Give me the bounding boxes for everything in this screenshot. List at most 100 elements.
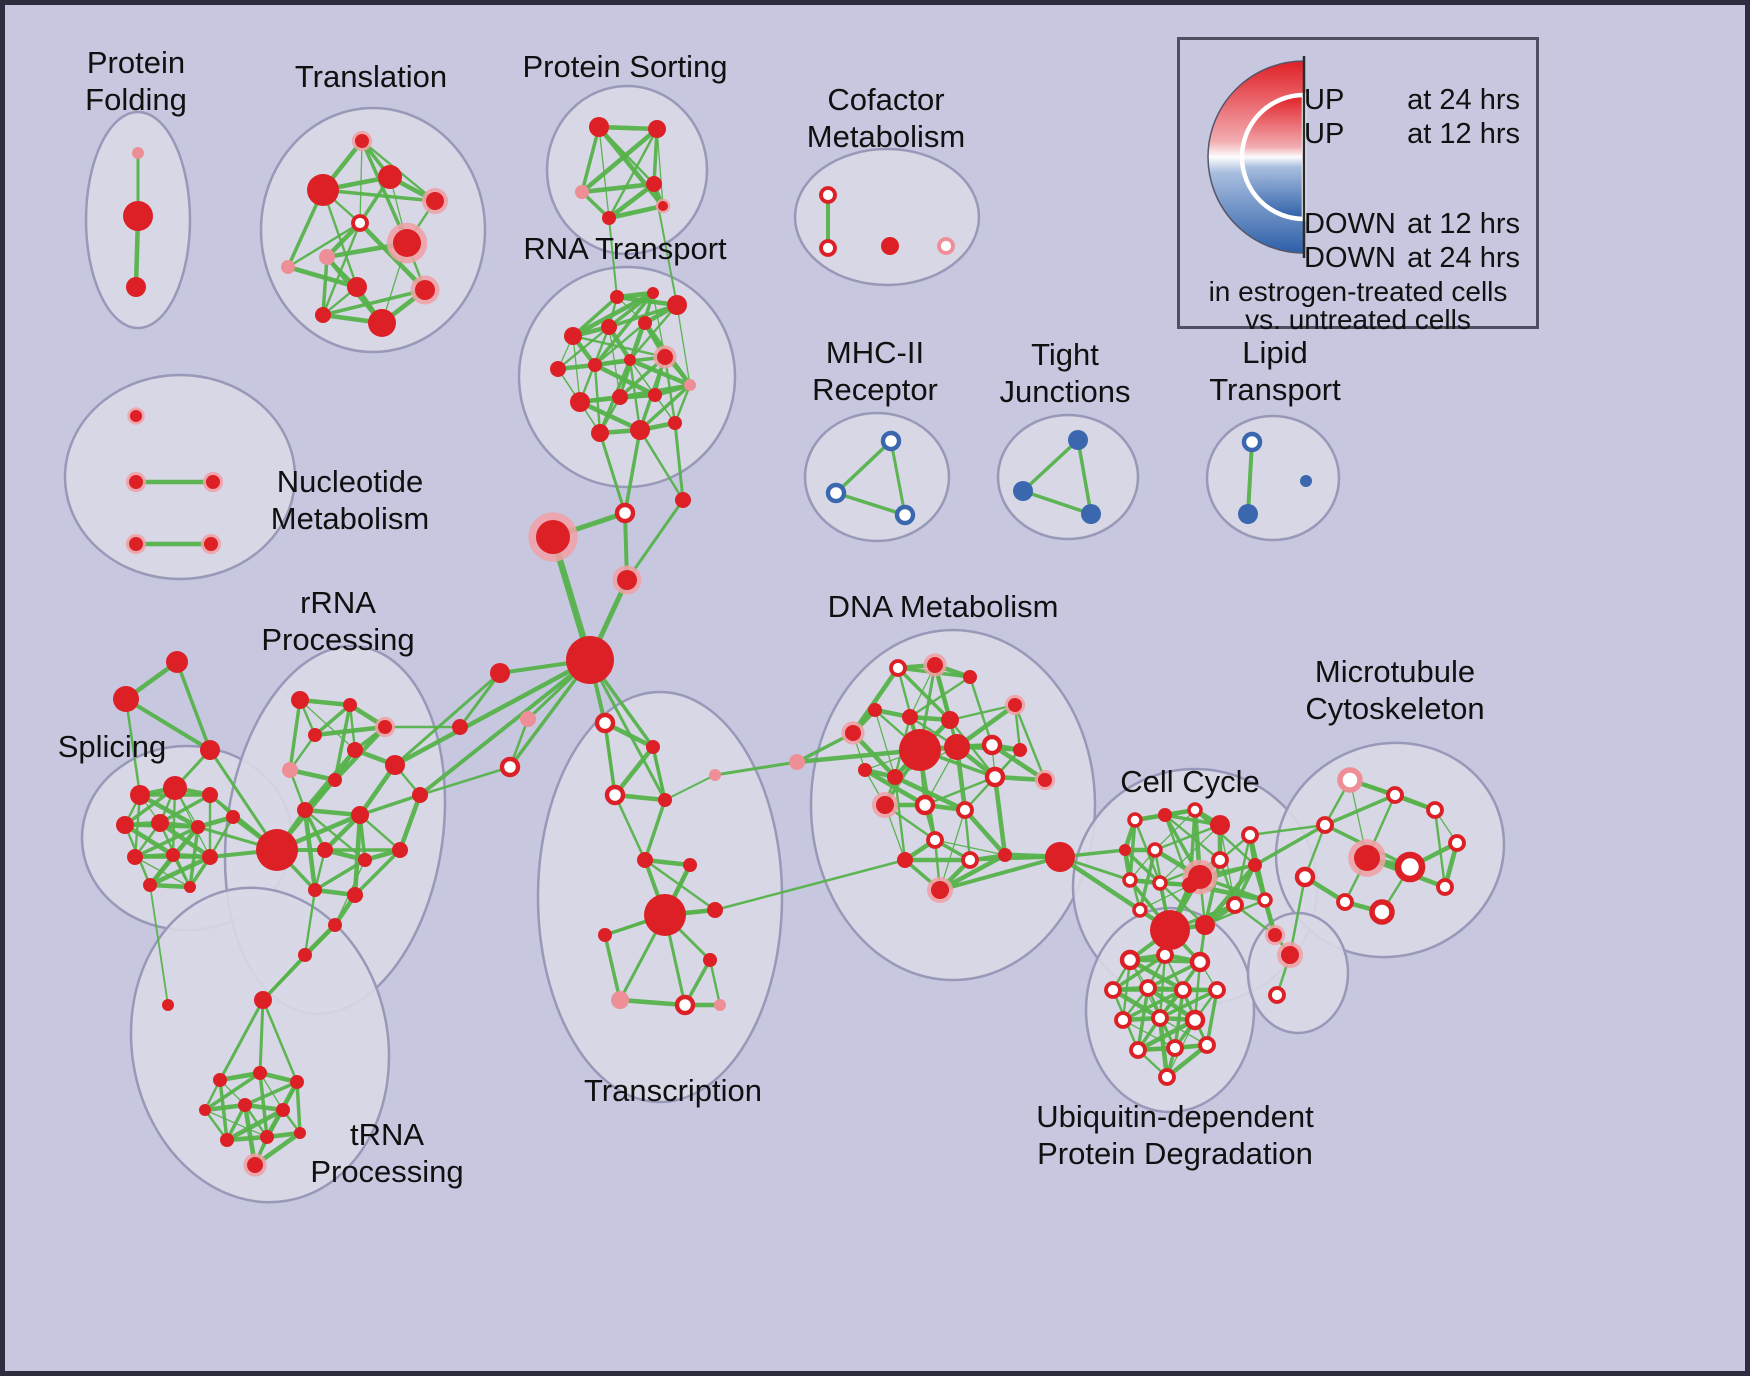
network-edge — [968, 855, 1062, 862]
network-node-r — [899, 729, 941, 771]
network-node-rh — [415, 280, 435, 300]
network-node-p — [709, 769, 721, 781]
network-edge — [651, 745, 667, 802]
network-edge — [137, 792, 201, 830]
network-node-rw — [604, 784, 626, 806]
network-node-rh — [845, 725, 861, 741]
network-node-bw — [894, 504, 916, 526]
cluster-ellipse-ps — [545, 84, 709, 256]
network-edge — [1111, 953, 1167, 992]
network-node-p — [575, 185, 589, 199]
network-edge — [1158, 988, 1219, 1020]
network-node-rw — [1189, 951, 1211, 973]
network-node-b — [1013, 481, 1033, 501]
network-node-r — [113, 686, 139, 712]
network-node-rw — [1211, 851, 1229, 869]
network-edge — [893, 775, 907, 862]
network-node-r — [126, 277, 146, 297]
network-edge — [628, 303, 679, 362]
network-node-r — [1195, 915, 1215, 935]
cluster-ellipses — [63, 84, 1506, 1204]
network-node-r — [308, 728, 322, 742]
network-node-r — [881, 237, 899, 255]
network-edge — [1159, 824, 1221, 884]
network-node-rh — [658, 201, 668, 211]
network-node-rh — [204, 537, 218, 551]
network-node-rw — [984, 766, 1006, 788]
network-node-r — [315, 307, 331, 323]
network-node-rw — [1184, 1009, 1206, 1031]
network-node-r — [1158, 808, 1172, 822]
network-edge — [570, 290, 656, 339]
legend-box: UP at 24 hrs UP at 12 hrs DOWN at 12 hrs… — [1177, 37, 1539, 335]
network-node-r — [668, 416, 682, 430]
network-edge — [968, 675, 994, 747]
network-node-r — [166, 848, 180, 862]
network-node-r — [385, 755, 405, 775]
network-edge — [393, 671, 502, 767]
network-edge — [124, 697, 212, 752]
network-node-rw — [1132, 902, 1148, 918]
network-node-rw — [1151, 1009, 1169, 1027]
network-edge — [1121, 988, 1185, 1022]
network-node-r — [143, 878, 157, 892]
network-node-r — [276, 1103, 290, 1117]
network-node-r — [256, 829, 298, 871]
legend-up-12-label: UP — [1304, 118, 1345, 150]
network-edge — [606, 203, 666, 221]
network-edge — [295, 1080, 302, 1135]
network-edge — [1135, 1017, 1198, 1053]
network-node-r — [591, 424, 609, 442]
network-edge — [224, 1107, 286, 1143]
network-edge — [612, 744, 656, 798]
network-edge — [288, 698, 302, 772]
network-node-rh — [1038, 773, 1052, 787]
network-edge — [418, 765, 512, 797]
network-edge — [862, 767, 928, 808]
network-edge — [593, 291, 655, 367]
network-edge — [1021, 489, 1093, 516]
network-edge — [261, 953, 307, 1002]
network-node-r — [151, 814, 169, 832]
network-edge — [1248, 823, 1327, 837]
network-edge — [1123, 848, 1162, 885]
network-node-r — [902, 709, 918, 725]
network-edge — [358, 793, 422, 817]
network-node-rw — [914, 794, 936, 816]
network-edge — [889, 439, 907, 517]
legend-up-12-time: at 12 hrs — [1407, 118, 1520, 150]
network-edge — [243, 1080, 299, 1107]
network-node-r — [328, 918, 342, 932]
network-edge — [989, 742, 1048, 783]
network-edge — [708, 958, 722, 1007]
legend-down-24-label: DOWN — [1304, 242, 1396, 274]
network-edge — [617, 997, 688, 1008]
network-node-r — [646, 176, 662, 192]
network-edge — [149, 884, 169, 1006]
network-edge — [147, 854, 213, 888]
network-edge — [625, 498, 685, 582]
network-edge — [397, 792, 423, 853]
network-node-r — [601, 319, 617, 335]
network-node-rh — [617, 570, 637, 590]
network-edge — [834, 439, 893, 495]
network-edge — [596, 124, 666, 209]
network-node-bw — [880, 430, 902, 452]
network-edge — [580, 125, 601, 194]
network-node-r — [347, 277, 367, 297]
network-node-r — [707, 902, 723, 918]
network-edge — [652, 127, 659, 186]
network-edge — [321, 255, 329, 317]
cluster-label-ps: Protein Sorting — [522, 49, 727, 84]
network-node-r — [550, 361, 566, 377]
network-node-r — [570, 392, 590, 412]
network-node-rh — [876, 796, 894, 814]
network-node-rw — [1386, 786, 1404, 804]
network-node-rh — [247, 1157, 263, 1173]
network-edge — [664, 774, 716, 801]
network-edge — [643, 798, 667, 862]
network-node-r — [589, 117, 609, 137]
